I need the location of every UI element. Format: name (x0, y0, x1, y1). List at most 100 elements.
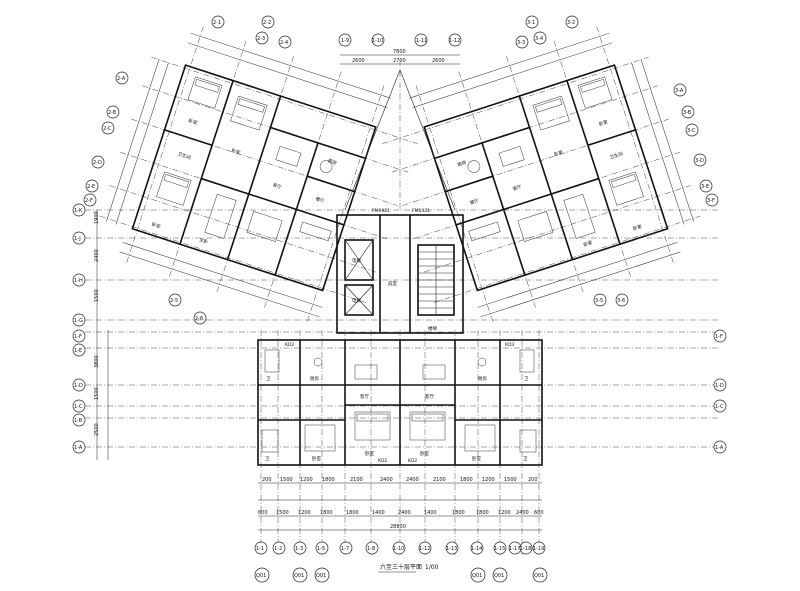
axis-label: 1-3 (295, 546, 303, 552)
dimension: 2400 (380, 477, 393, 483)
axis-label: 1-1 (256, 546, 264, 552)
right-axis-bubbles: 1-F 1-D 1-C 1-A (713, 329, 727, 454)
axis-label: 3-5 (595, 298, 603, 304)
axis-label: 1-F (74, 334, 82, 340)
left-wing-walls (131, 64, 377, 292)
axis-label: 2-4 (280, 40, 288, 46)
horizontal-grid-lines (85, 209, 720, 448)
axis-label: 1-A (74, 445, 83, 451)
dimension: 2400 (516, 510, 529, 516)
room-label: 卫 (266, 376, 271, 382)
axis-label: 1-2 (274, 546, 282, 552)
axis-label: 2-2 (263, 20, 271, 26)
axis-label: 1-E (74, 348, 82, 354)
bottom-unit-tags: Q01 Q01 Q01 Q01 Q01 Q01 (254, 567, 548, 583)
drawing-scale: 1/00 (425, 564, 439, 571)
unit-tag: Q01 (294, 573, 304, 579)
room-label: 电梯 (352, 297, 361, 304)
room-label: 卫生间 (177, 150, 192, 161)
dimension: 2400 (94, 249, 100, 262)
door-tag: KD2 (408, 458, 417, 464)
central-core: 电梯 电梯 楼梯 前室 FM0921 FM1021 (336, 208, 464, 334)
room-label: 卧室 (365, 450, 374, 457)
axis-label: 3-E (701, 184, 709, 190)
dimension: 1200 (498, 510, 511, 516)
axis-label: 1-H (74, 278, 83, 284)
top-dimension: 2700 (393, 58, 406, 64)
dimension: 1900 (94, 211, 100, 224)
axis-label: 2-B (108, 110, 117, 116)
axis-label: 1-10 (372, 38, 383, 44)
door-tag: FM1021 (412, 208, 430, 214)
axis-label: 1-D (715, 383, 724, 389)
room-label: 卧室 (312, 455, 321, 462)
axis-label: 1-12 (449, 38, 460, 44)
room-label: 餐厅 (469, 197, 480, 207)
drawing-title-block: 六至三十层平面 1/00 (378, 563, 439, 573)
axis-label: 2-6 (195, 316, 203, 322)
room-label: 卧室 (151, 221, 162, 231)
top-axis-bubbles: 1-9 1-10 1-11 1-12 (338, 33, 462, 47)
axis-label: 3-D (695, 158, 704, 164)
left-axis-bubbles: 1-K 1-J 1-H 1-G 1-F 1-E 1-D 1-C 1-B 1-A (72, 203, 86, 454)
left-vertical-dimensions: 1900 2400 1500 3800 1500 2500 (94, 210, 109, 460)
axis-label: 1-8 (367, 546, 375, 552)
axis-label: 1-7 (341, 546, 349, 552)
room-label: 卧室 (632, 223, 643, 233)
bottom-dimensions: 200 1500 1200 1800 2100 2400 2400 2100 1… (258, 477, 544, 531)
dimension: 600 (258, 510, 268, 516)
dimension: 2400 (406, 477, 419, 483)
room-label: 卧室 (188, 117, 199, 127)
room-label: 卫生间 (609, 150, 624, 161)
axis-label: 1-12 (419, 546, 430, 552)
room-label: 卧室 (420, 450, 429, 457)
room-label: 客厅 (425, 393, 434, 400)
room-label: 前室 (388, 280, 397, 287)
vertical-grid-lines (260, 330, 540, 555)
top-dimension: 2600 (352, 58, 365, 64)
room-label: 客厅 (512, 183, 523, 193)
dimension: 200 (262, 477, 272, 483)
axis-label: 3-3 (517, 40, 525, 46)
axis-label: 2-D (93, 160, 102, 166)
right-wing-axis-bubbles: 3-1 3-2 3-3 3-4 3-A 3-B 3-C 3-D 3-E 3-F … (515, 15, 719, 307)
axis-label: 2-3 (257, 36, 265, 42)
axis-label: 1-11 (416, 38, 427, 44)
room-label: 客厅 (360, 393, 369, 400)
dimension: 1500 (504, 477, 517, 483)
dimension: 1500 (276, 510, 289, 516)
room-label: 电梯 (352, 257, 361, 264)
left-wing-axis-bubbles: 2-1 2-2 2-3 2-4 2-A 2-B 2-C 2-D 2-E 2-F … (83, 15, 292, 325)
door-tag: KD2 (378, 458, 387, 464)
dimension: 1400 (424, 510, 437, 516)
axis-label: 1-14 (471, 546, 482, 552)
axis-label: 2-E (87, 184, 95, 190)
dimension: 1500 (94, 387, 100, 400)
unit-tag: Q01 (472, 573, 482, 579)
room-label: 卫 (523, 456, 528, 462)
dimension: 1800 (320, 510, 333, 516)
right-wing-furniture (467, 76, 644, 242)
axis-label: 1-9 (341, 38, 349, 44)
bottom-axis-bubbles: 1-1 1-2 1-3 1-5 1-7 1-8 1-10 1-12 1-13 1… (254, 541, 546, 555)
axis-label: 3-1 (527, 20, 535, 26)
dimension: 1800 (452, 510, 465, 516)
dimension: 200 (528, 477, 538, 483)
dimension: 1200 (300, 477, 313, 483)
total-dimension: 28800 (390, 524, 406, 530)
room-label: 客厅 (272, 181, 283, 191)
axis-label: 3-C (687, 128, 696, 134)
axis-label: 2-C (103, 126, 112, 132)
right-wing-walls (423, 64, 669, 292)
dimension: 1800 (476, 510, 489, 516)
dimension: 2500 (94, 423, 100, 436)
dimension: 1800 (460, 477, 473, 483)
axis-label: 2-5 (170, 298, 178, 304)
room-label: 厨房 (327, 157, 338, 167)
door-tag: KD2 (285, 342, 294, 348)
bath-fixtures (261, 349, 537, 453)
axis-label: 3-F (707, 198, 715, 204)
dimension: 1800 (322, 477, 335, 483)
unit-tag: Q01 (494, 573, 504, 579)
